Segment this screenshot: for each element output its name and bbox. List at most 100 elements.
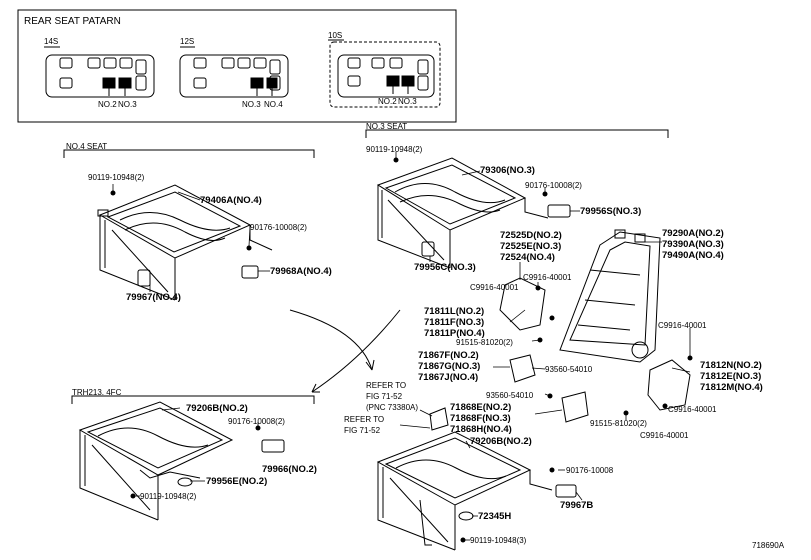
part-79968a: 79968A(NO.4)	[270, 266, 332, 277]
refer-2-line-1: REFER TO	[344, 415, 385, 424]
clip-refer	[429, 407, 449, 431]
part-group-71811: 71811L(NO.2) 71811F(NO.3) 71811P(NO.4)	[424, 306, 485, 339]
pad-79967b	[555, 484, 577, 498]
part-group-79290: 79290A(NO.2) 79390A(NO.3) 79490A(NO.4)	[662, 228, 724, 261]
refer-1-line-1: REFER TO	[366, 381, 407, 390]
part-90176-c: 90176-10008(2)	[228, 417, 285, 426]
pattern-14s-seat-b: NO.3	[118, 100, 137, 109]
pattern-10s-vehicle	[328, 39, 441, 108]
pad-79968a	[241, 265, 259, 279]
pattern-10s-label: 10S	[328, 31, 343, 40]
hinge-cover-outer	[647, 359, 691, 411]
no4-seat-frame	[97, 184, 273, 301]
part-79956s: 79956S(NO.3)	[580, 206, 642, 217]
pattern-14s-seat-a: NO.2	[98, 100, 117, 109]
part-group-71812: 71812N(NO.2) 71812E(NO.3) 71812M(NO.4)	[700, 360, 763, 393]
part-90176-a: 90176-10008(2)	[250, 223, 307, 232]
pad-79967	[137, 269, 151, 287]
part-c9916-a: C9916-40001	[470, 283, 519, 292]
trh-seat-frame	[78, 401, 234, 521]
pattern-14s-label: 14S	[44, 37, 59, 46]
bracket-71868	[561, 391, 589, 423]
part-71812m: 71812M(NO.4)	[700, 382, 763, 393]
part-93560-b: 93560-54010	[486, 391, 534, 400]
part-79966: 79966(NO.2)	[262, 464, 317, 475]
part-group-71868: 71868E(NO.2) 71868F(NO.3) 71868H(NO.4)	[450, 402, 512, 435]
part-72524: 72524(NO.4)	[500, 252, 555, 263]
part-90119-d: 90119-10948(3)	[470, 536, 527, 545]
part-71811f: 71811F(NO.3)	[424, 317, 485, 328]
part-79390a: 79390A(NO.3)	[662, 239, 724, 250]
pad-79956s	[547, 204, 571, 218]
part-79956c: 79956C(NO.3)	[414, 262, 476, 273]
pattern-12s-label: 12S	[180, 37, 195, 46]
part-72525d: 72525D(NO.2)	[500, 230, 562, 241]
part-71868h: 71868H(NO.4)	[450, 424, 512, 435]
part-71811p: 71811P(NO.4)	[424, 328, 485, 339]
refer-to-71-52-pnc: REFER TO FIG 71-52 (PNC 73380A)	[366, 380, 418, 413]
seat-pattern-title: REAR SEAT PATARN	[24, 16, 121, 27]
part-90119-a: 90119-10948(2)	[88, 173, 145, 182]
part-79206b-a: 79206B(NO.2)	[186, 403, 248, 414]
pattern-12s-vehicle	[179, 46, 289, 98]
part-71811l: 71811L(NO.2)	[424, 306, 485, 317]
refer-1-line-2: FIG 71-52	[366, 392, 403, 401]
refer-2-line-2: FIG 71-52	[344, 426, 381, 435]
part-91515-b: 91515-81020(2)	[590, 419, 647, 428]
pattern-12s-seat-a: NO.3	[242, 100, 261, 109]
refer-to-71-52: REFER TO FIG 71-52	[344, 414, 384, 436]
part-79406a: 79406A(NO.4)	[200, 195, 262, 206]
pattern-10s-seat-a: NO.2	[378, 97, 397, 106]
part-71867g: 71867G(NO.3)	[418, 361, 481, 372]
part-71812e: 71812E(NO.3)	[700, 371, 762, 382]
part-c9916-c: C9916-40001	[658, 321, 707, 330]
part-90176-d: 90176-10008	[566, 466, 614, 475]
part-72525e: 72525E(NO.3)	[500, 241, 562, 252]
part-71868e: 71868E(NO.2)	[450, 402, 512, 413]
pad-79966	[261, 439, 285, 453]
part-c9916-e: C9916-40001	[640, 431, 689, 440]
section-trh: TRH213. 4FC	[72, 388, 122, 397]
seat-back-frame	[559, 229, 661, 363]
part-90176-b: 90176-10008(2)	[525, 181, 582, 190]
part-93560-a: 93560-54010	[545, 365, 593, 374]
section-no4-seat: NO.4 SEAT	[66, 142, 108, 151]
part-71812n: 71812N(NO.2)	[700, 360, 762, 371]
part-71867f: 71867F(NO.2)	[418, 350, 479, 361]
fastener-72345h	[458, 511, 474, 521]
no3-seat-frame	[376, 157, 549, 269]
seat-pattern-box	[17, 9, 457, 123]
fastener-79956e	[177, 477, 193, 487]
section-no3-seat: NO.3 SEAT	[366, 122, 408, 131]
part-71868f: 71868F(NO.3)	[450, 413, 511, 424]
part-c9916-b: C9916-40001	[523, 273, 572, 282]
pad-79956c	[421, 241, 435, 257]
no3-seat-bracket	[365, 129, 669, 138]
part-71867j: 71867J(NO.4)	[418, 372, 479, 383]
part-79306: 79306(NO.3)	[480, 165, 535, 176]
part-c9916-d: C9916-40001	[668, 405, 717, 414]
pattern-12s-seat-b: NO.4	[264, 100, 283, 109]
part-90119-b: 90119-10948(2)	[366, 145, 423, 154]
part-72345h: 72345H	[478, 511, 512, 522]
part-group-71867: 71867F(NO.2) 71867G(NO.3) 71867J(NO.4)	[418, 350, 480, 383]
part-79956e: 79956E(NO.2)	[206, 476, 268, 487]
bracket-71867	[509, 354, 536, 383]
refer-1-line-3: (PNC 73380A)	[366, 403, 419, 412]
part-79206b-b: 79206B(NO.2)	[470, 436, 532, 447]
diagram-code: 718690A	[752, 541, 785, 550]
part-91515-a: 91515-81020(2)	[456, 338, 513, 347]
part-79490a: 79490A(NO.4)	[662, 250, 724, 261]
pattern-14s-vehicle	[44, 46, 155, 98]
part-79967: 79967(NO.4)	[126, 292, 181, 303]
part-79967b: 79967B	[560, 500, 594, 511]
part-group-72525: 72525D(NO.2) 72525E(NO.3) 72524(NO.4)	[500, 230, 562, 263]
no2-seat-frame	[376, 431, 553, 551]
part-79290a: 79290A(NO.2)	[662, 228, 724, 239]
no4-seat-bracket	[63, 149, 315, 158]
flow-arrows	[289, 309, 401, 393]
trh-bracket	[71, 395, 315, 404]
pattern-10s-seat-b: NO.3	[398, 97, 417, 106]
part-90119-c: 90119-10948(2)	[140, 492, 197, 501]
